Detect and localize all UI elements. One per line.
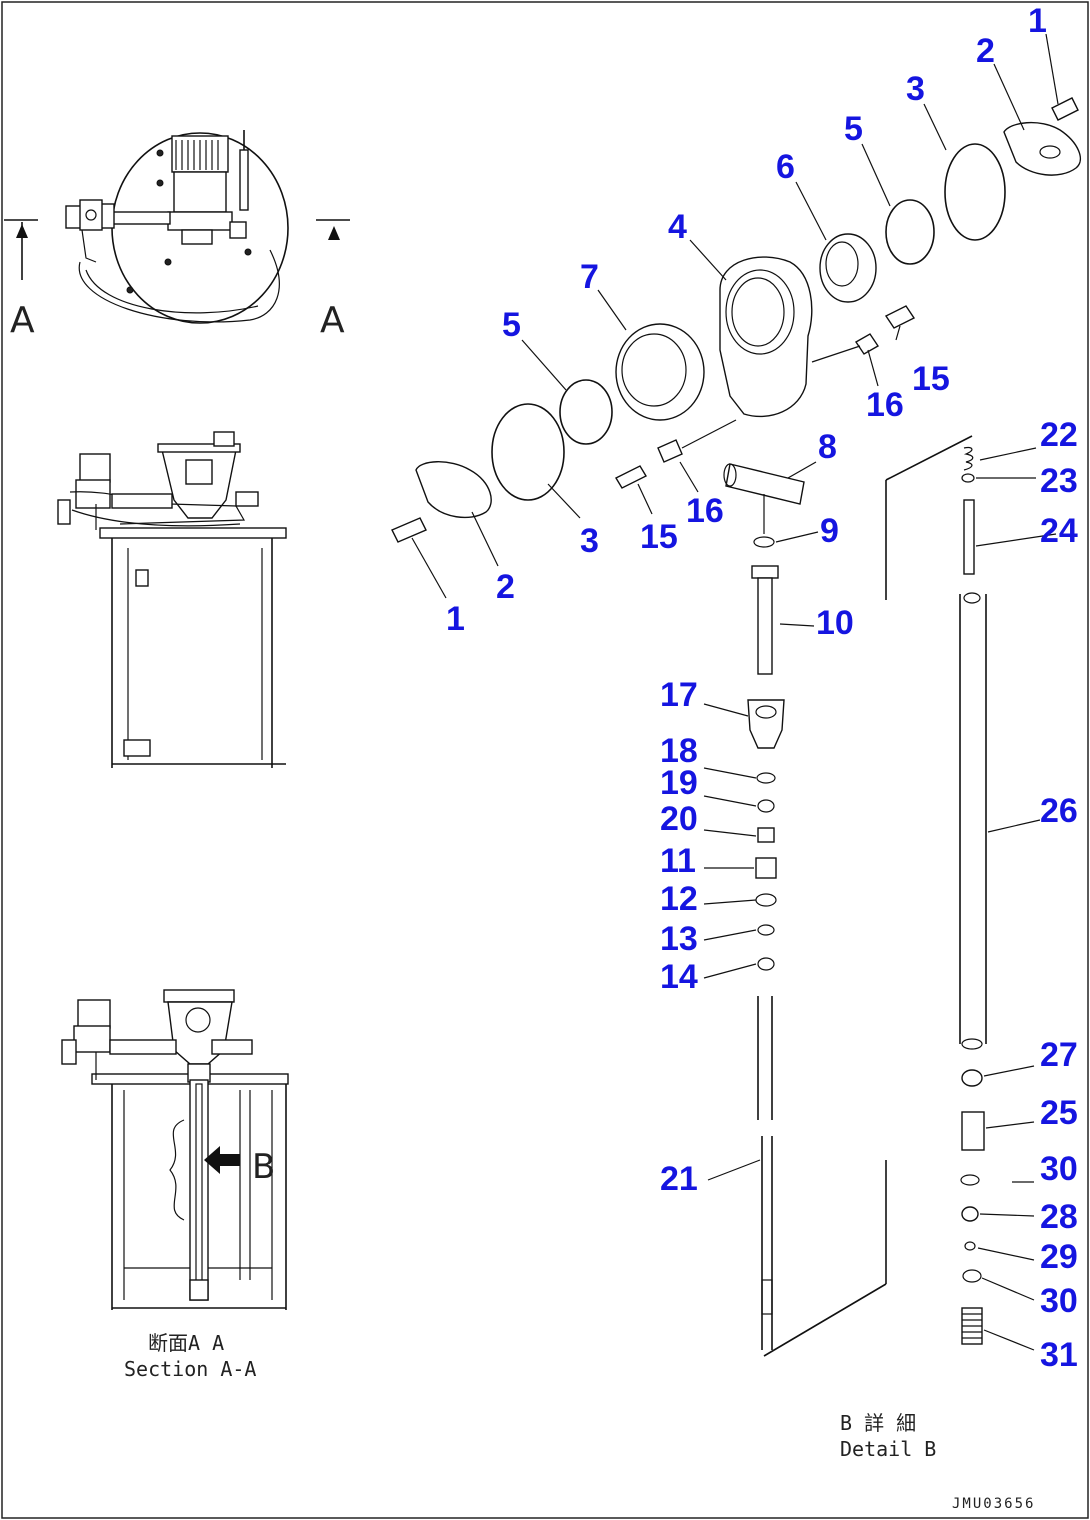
callout-5: 5	[502, 306, 521, 344]
clamp-part-2-bottom	[415, 461, 492, 519]
section-view: B 断面A A Section A-A	[61, 989, 289, 1381]
callout-17: 17	[660, 676, 698, 714]
pin-part-8	[725, 463, 805, 505]
callout-4: 4	[668, 208, 687, 246]
plug-part-11	[755, 857, 777, 879]
washer-part-19	[757, 799, 775, 813]
callout-24: 24	[1040, 512, 1078, 550]
fitting-part-17	[747, 699, 785, 749]
detail-arrow-label: B	[252, 1147, 275, 1187]
snap-ring-part-3-top	[944, 143, 1006, 241]
tube-part-26	[959, 592, 987, 1050]
section-caption-en: Section A-A	[124, 1357, 256, 1381]
callout-28: 28	[1040, 1198, 1078, 1236]
callout-12: 12	[660, 880, 698, 918]
callout-18: 18	[660, 732, 698, 770]
bearing-part-6	[819, 233, 877, 303]
ring-part-9	[753, 536, 775, 548]
rod-part-24	[963, 499, 975, 575]
spring-seat-part-28	[961, 1206, 979, 1222]
section-marker-left-label: A	[10, 300, 35, 341]
callout-22: 22	[1040, 416, 1078, 454]
callout-30: 30	[1040, 1150, 1078, 1188]
callout-13: 13	[660, 920, 698, 958]
callout-8: 8	[818, 428, 837, 466]
callout-27: 27	[1040, 1036, 1078, 1074]
leader-lines	[411, 33, 1059, 1351]
snap-ring-part-3-bottom	[491, 403, 565, 501]
callout-16: 16	[866, 386, 904, 424]
oring-part-13	[757, 924, 775, 936]
nut-part-16-upper	[855, 333, 879, 355]
detail-caption-en: Detail B	[840, 1437, 936, 1461]
oring-part-30-upper	[960, 1174, 980, 1186]
spring-part-22	[963, 446, 974, 471]
callout-15: 15	[912, 360, 950, 398]
callout-21: 21	[660, 1160, 698, 1198]
ball-part-23	[961, 473, 975, 483]
callout-6: 6	[776, 148, 795, 186]
tube-part-21	[757, 435, 973, 1357]
callout-3: 3	[580, 522, 599, 560]
bolt-part-15-upper	[884, 305, 916, 329]
callout-2: 2	[496, 568, 515, 606]
section-caption-jp: 断面A A	[148, 1331, 224, 1355]
housing-part-4	[719, 256, 813, 418]
callout-23: 23	[1040, 462, 1078, 500]
section-marker-left: A	[4, 219, 38, 341]
callout-25: 25	[1040, 1094, 1078, 1132]
bolt-part-15-lower	[615, 465, 647, 489]
sleeve-part-25	[961, 1111, 985, 1151]
callout-11: 11	[660, 842, 696, 880]
callout-2: 2	[976, 32, 995, 70]
oring-part-18	[756, 772, 776, 784]
oring-part-30-lower	[962, 1269, 982, 1283]
callout-1: 1	[446, 600, 465, 638]
callout-5: 5	[844, 110, 863, 148]
callout-14: 14	[660, 958, 698, 996]
callout-30: 30	[1040, 1282, 1078, 1320]
callout-19: 19	[660, 764, 698, 802]
bearing-part-7	[615, 323, 705, 421]
callouts: 1 2 3 5 6 4 7 5 15 16 8 16 15 3 2 1 9 10…	[446, 2, 1078, 1374]
callout-26: 26	[1040, 792, 1078, 830]
bolt-part-1-bottom	[391, 517, 427, 543]
callout-15: 15	[640, 518, 678, 556]
washer-part-14	[757, 957, 775, 971]
top-view	[65, 130, 289, 324]
ring-part-5-bottom	[559, 379, 613, 445]
nut-part-16-lower	[657, 439, 683, 463]
ring-part-27	[961, 1069, 983, 1087]
sleeve-part-20	[757, 827, 775, 843]
callout-31: 31	[1040, 1336, 1078, 1374]
callout-3: 3	[906, 70, 925, 108]
callout-29: 29	[1040, 1238, 1078, 1276]
ring-part-5-top	[885, 199, 935, 265]
oring-part-12	[755, 893, 777, 907]
exploded-parts	[391, 97, 1081, 1357]
drawing-code: JMU03656	[952, 1496, 1035, 1512]
ball-part-29	[964, 1241, 976, 1251]
front-view	[57, 431, 287, 768]
tube-part-10	[751, 565, 779, 579]
callout-16: 16	[686, 492, 724, 530]
callout-7: 7	[580, 258, 599, 296]
section-marker-right: A	[316, 219, 350, 341]
callout-1: 1	[1028, 2, 1047, 40]
bolt-part-1-top	[1051, 97, 1079, 121]
spring-part-31	[961, 1307, 983, 1345]
callout-20: 20	[660, 800, 698, 838]
callout-10: 10	[816, 604, 854, 642]
callout-9: 9	[820, 512, 839, 550]
detail-caption-jp: B 詳 細	[840, 1411, 916, 1435]
section-marker-right-label: A	[320, 300, 345, 341]
